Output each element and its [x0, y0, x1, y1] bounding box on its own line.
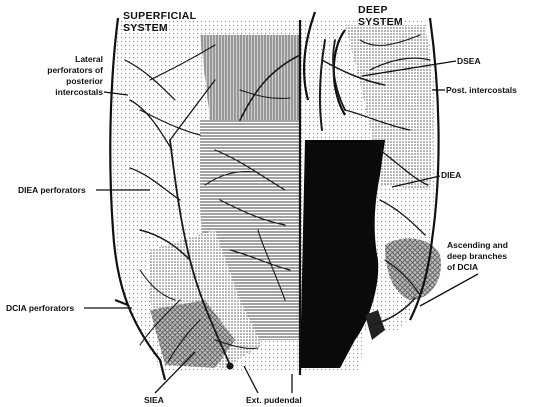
label-lateral-perforators-3: posterior: [66, 76, 104, 86]
label-siea: SIEA: [144, 395, 164, 405]
label-lateral-perforators-1: Lateral: [75, 54, 103, 64]
label-post-intercostals: Post. intercostals: [446, 85, 517, 95]
superficial-header-line1: SUPERFICIAL: [123, 10, 197, 22]
label-dsea: DSEA: [457, 56, 481, 66]
label-diea: DIEA: [441, 170, 461, 180]
label-dcia-perforators: DCIA perforators: [6, 303, 74, 313]
label-ext-pudendal: Ext. pudendal: [246, 395, 302, 405]
label-ascending-branches-1: Ascending and: [447, 240, 508, 250]
label-lateral-perforators-4: intercostals: [55, 87, 103, 97]
label-lateral-perforators-2: perforators of: [47, 65, 103, 75]
label-diea-perforators: DIEA perforators: [18, 185, 86, 195]
label-ascending-branches-2: deep branches: [447, 251, 507, 261]
label-ascending-branches-3: of DCIA: [447, 262, 478, 272]
superficial-header-line2: SYSTEM: [123, 22, 168, 34]
deep-header-line1: DEEP: [358, 4, 388, 16]
leader-ext-pudendal: [244, 366, 258, 393]
deep-header-line2: SYSTEM: [358, 16, 403, 28]
vertical-hatch-region: [200, 35, 300, 120]
superficial-half: [112, 20, 300, 370]
